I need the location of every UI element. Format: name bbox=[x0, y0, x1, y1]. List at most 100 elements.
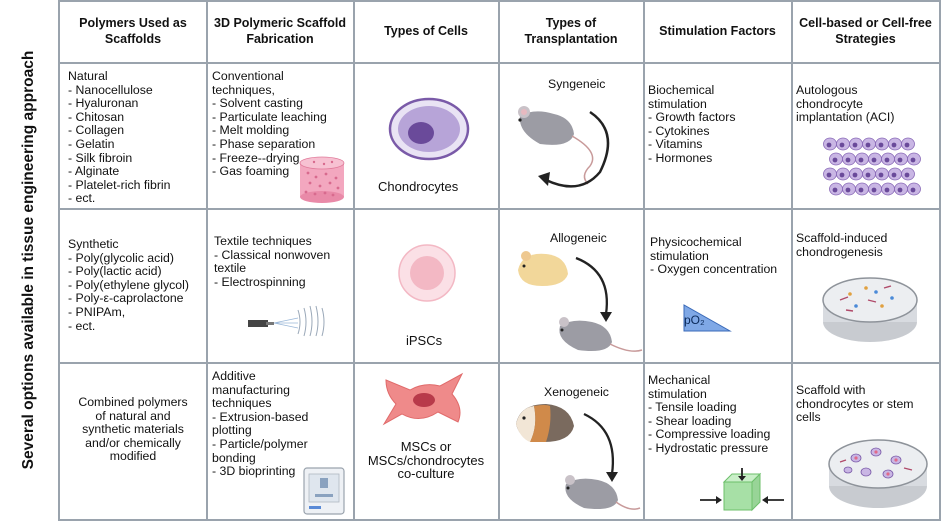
list-item: - Hyaluronan bbox=[68, 96, 139, 111]
cell-nucleus-icon bbox=[865, 172, 871, 178]
list-item: - Gelatin bbox=[68, 136, 115, 151]
cell-label-mscs: MSCs or MSCs/chondrocytes co-culture bbox=[354, 440, 498, 481]
list-item: Natural bbox=[68, 69, 108, 83]
list-item: bonding bbox=[212, 450, 256, 465]
list-item: synthetic materials bbox=[82, 422, 184, 437]
list-item: textile bbox=[214, 261, 247, 276]
mouse-icon bbox=[518, 106, 594, 185]
grid-line bbox=[58, 0, 941, 2]
cell-nucleus-icon bbox=[871, 157, 877, 163]
cell-nucleus-icon bbox=[904, 172, 910, 178]
list-item: Physicochemical bbox=[650, 235, 742, 249]
list-item: Biochemical bbox=[648, 83, 715, 97]
fabrication-conventional-list: Conventional techniques, - Solvent casti… bbox=[212, 69, 327, 179]
list-item: stimulation bbox=[650, 248, 709, 263]
strategy-scaffold-cells-text: Scaffold with chondrocytes or stem cells bbox=[796, 383, 914, 425]
list-item: - Solvent casting bbox=[212, 96, 303, 111]
mouse-icon bbox=[559, 317, 643, 352]
cell-nucleus-icon bbox=[826, 142, 832, 148]
po2-label: pO₂ bbox=[684, 313, 705, 327]
circular-arrow-icon bbox=[545, 110, 610, 188]
list-item: - Particle/polymer bbox=[212, 436, 308, 451]
ipsc-cell-icon bbox=[398, 244, 456, 302]
compression-cube-icon bbox=[700, 468, 784, 512]
list-item: MSCs/chondrocytes bbox=[367, 452, 485, 468]
grid-line bbox=[58, 362, 941, 364]
grid-line bbox=[939, 0, 941, 521]
list-item: - Particulate leaching bbox=[212, 109, 327, 124]
grid-line bbox=[353, 0, 355, 521]
list-item: Synthetic bbox=[68, 237, 119, 251]
cell-nucleus-icon bbox=[845, 187, 851, 193]
list-item: - 3D bioprinting bbox=[212, 464, 296, 479]
syngeneic-illustration bbox=[518, 106, 610, 188]
petri-dish-icon bbox=[828, 439, 928, 508]
cell-nucleus-icon bbox=[910, 187, 916, 193]
curved-arrow-icon bbox=[583, 412, 614, 475]
electrospinning-icon bbox=[248, 305, 325, 337]
grid-line bbox=[58, 0, 60, 521]
cell-nucleus-icon bbox=[897, 157, 903, 163]
list-item: - Freeze--drying bbox=[212, 150, 300, 165]
list-item: co-culture bbox=[397, 466, 455, 482]
strategy-scaffold-induced-text: Scaffold-induced chondrogenesis bbox=[796, 231, 888, 259]
cell-nucleus-icon bbox=[858, 157, 864, 163]
grid-line bbox=[58, 62, 941, 64]
list-item: cells bbox=[796, 410, 821, 425]
cell-nucleus-icon bbox=[852, 142, 858, 148]
list-item: - Electrospinning bbox=[214, 274, 306, 289]
header-fabrication: 3D Polymeric Scaffold Fabrication bbox=[214, 16, 346, 46]
list-item: techniques, bbox=[212, 82, 275, 97]
transplant-label-xenogeneic: Xenogeneic bbox=[544, 385, 609, 399]
list-item: chondrogenesis bbox=[796, 244, 883, 259]
chondrocyte-cell-icon bbox=[388, 97, 470, 161]
list-item: - Cytokines bbox=[648, 123, 710, 138]
list-item: - Shear loading bbox=[648, 413, 732, 428]
list-item: - Growth factors bbox=[648, 110, 736, 125]
list-item: - Nanocellulose bbox=[68, 82, 153, 97]
petri-dish-icon bbox=[822, 277, 918, 342]
list-item: - Poly(glycolic acid) bbox=[68, 250, 174, 265]
cell-nucleus-icon bbox=[839, 172, 845, 178]
xenogeneic-illustration bbox=[516, 404, 641, 510]
cell-nucleus-icon bbox=[858, 187, 864, 193]
hamster-icon bbox=[518, 251, 568, 286]
cell-label-chondrocytes: Chondrocytes bbox=[378, 179, 459, 194]
stimulation-mechanical-list: Mechanical stimulation - Tensile loading… bbox=[648, 373, 771, 456]
list-item: Conventional bbox=[212, 69, 284, 83]
cell-nucleus-icon bbox=[865, 142, 871, 148]
grid-line bbox=[58, 208, 941, 210]
list-item: chondrocytes or stem bbox=[796, 396, 914, 411]
header-strategies: Cell-based or Cell-free Strategies bbox=[799, 16, 932, 46]
list-item: and/or chemically bbox=[85, 435, 181, 450]
list-item: - Hydrostatic pressure bbox=[648, 440, 769, 455]
cell-nucleus-icon bbox=[852, 172, 858, 178]
cell-nucleus-icon bbox=[910, 157, 916, 163]
list-item: Scaffold-induced bbox=[796, 231, 888, 245]
cell-nucleus-icon bbox=[832, 157, 838, 163]
cell-nucleus-icon bbox=[878, 172, 884, 178]
fabrication-additive-list: Additive manufacturing techniques - Extr… bbox=[212, 369, 308, 479]
grid-line bbox=[643, 0, 645, 521]
list-item: - Tensile loading bbox=[648, 400, 737, 415]
header-cells: Types of Cells bbox=[384, 24, 468, 38]
header-transplantation: Types of Transplantation bbox=[524, 16, 618, 46]
mouse-icon bbox=[565, 475, 641, 510]
cell-nucleus-icon bbox=[839, 142, 845, 148]
side-label: Several options available in tissue engi… bbox=[20, 50, 37, 470]
cell-nucleus-icon bbox=[891, 142, 897, 148]
list-item: Autologous bbox=[796, 83, 858, 97]
list-item: - Compressive loading bbox=[648, 427, 771, 442]
allogeneic-illustration bbox=[518, 251, 643, 352]
cell-nucleus-icon bbox=[832, 187, 838, 193]
list-item: of natural and bbox=[95, 408, 171, 423]
cell-nucleus-icon bbox=[891, 172, 897, 178]
stimulation-physicochemical-list: Physicochemical stimulation - Oxygen con… bbox=[650, 235, 777, 277]
scaffold-cylinder-icon bbox=[299, 156, 345, 203]
list-item: - Platelet-rich fibrin bbox=[68, 177, 171, 192]
list-item: - Hormones bbox=[648, 150, 713, 165]
list-item: Combined polymers bbox=[78, 395, 188, 409]
list-item: implantation (ACI) bbox=[796, 110, 895, 125]
cell-nucleus-icon bbox=[884, 187, 890, 193]
